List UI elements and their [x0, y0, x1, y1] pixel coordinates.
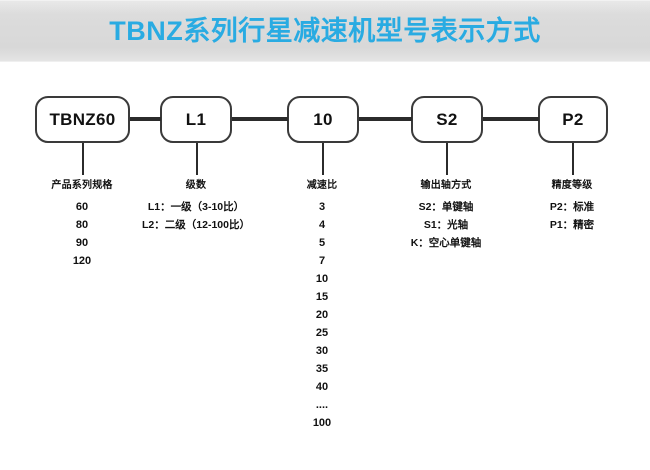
column-reduction-ratio-entry: 4	[318, 219, 326, 231]
column-reduction-ratio-entry: 30	[315, 345, 329, 357]
code-box-series: TBNZ60	[35, 96, 130, 143]
column-reduction-ratio-entry: 5	[318, 237, 326, 249]
column-precision-grade-entry: P1：精密	[549, 219, 595, 231]
column-reduction-ratio-entry: 3	[318, 201, 326, 213]
column-reduction-ratio-entry: 15	[315, 291, 329, 303]
column-product-series-entry: 60	[75, 201, 89, 213]
code-box-ratio-label: 10	[313, 109, 333, 129]
column-reduction-ratio-entry: 7	[318, 255, 326, 267]
column-output-shaft-entry: K：空心单键轴	[410, 237, 482, 249]
page-title: TBNZ系列行星减速机型号表示方式	[109, 16, 541, 46]
column-reduction-ratio: 减速比 3 4 5 7 10 15 20 25 30 35 40 .... 10…	[262, 176, 382, 432]
column-precision-grade-entry: P2：标准	[549, 201, 595, 213]
column-reduction-ratio-entry: 40	[315, 381, 329, 393]
code-box-series-label: TBNZ60	[49, 109, 116, 129]
column-reduction-ratio-heading: 减速比	[306, 180, 338, 191]
column-stage-count: 级数 L1：一级（3-10比） L2：二级（12-100比）	[116, 176, 276, 234]
code-box-stage: L1	[160, 96, 232, 143]
column-stage-count-heading: 级数	[185, 180, 207, 191]
column-reduction-ratio-entry: 10	[315, 273, 329, 285]
column-product-series-heading: 产品系列规格	[51, 180, 113, 191]
column-stage-count-entry: L2：二级（12-100比）	[142, 219, 250, 231]
column-reduction-ratio-entry: 100	[312, 417, 332, 429]
column-output-shaft: 输出轴方式 S2：单键轴 S1：光轴 K：空心单键轴	[381, 176, 511, 252]
connector-shaft-to-precision	[483, 117, 539, 121]
connector-ratio-to-shaft	[359, 117, 412, 121]
column-reduction-ratio-entry: ....	[315, 399, 329, 411]
column-product-series: 产品系列规格 60 80 90 120	[12, 176, 152, 270]
drop-line-precision	[572, 143, 574, 175]
column-reduction-ratio-entry: 25	[315, 327, 329, 339]
column-reduction-ratio-entry: 20	[315, 309, 329, 321]
connector-series-to-stage	[130, 117, 161, 121]
column-stage-count-entry: L1：一级（3-10比）	[147, 201, 245, 213]
column-product-series-entry: 120	[72, 255, 92, 267]
column-reduction-ratio-entry: 35	[315, 363, 329, 375]
code-box-precision-label: P2	[562, 109, 584, 129]
header-banner: TBNZ系列行星减速机型号表示方式	[0, 0, 650, 62]
model-code-diagram: TBNZ60 L1 10 S2 P2 产品系列规格 60 80 90 120 级…	[0, 62, 650, 470]
column-precision-grade-heading: 精度等级	[551, 180, 593, 191]
code-box-shaft-label: S2	[436, 109, 458, 129]
column-product-series-entry: 80	[75, 219, 89, 231]
connector-stage-to-ratio	[232, 117, 288, 121]
column-output-shaft-heading: 输出轴方式	[420, 180, 472, 191]
code-box-stage-label: L1	[185, 109, 207, 129]
column-precision-grade: 精度等级 P2：标准 P1：精密	[512, 176, 632, 234]
drop-line-series	[82, 143, 84, 175]
column-output-shaft-entry: S1：光轴	[423, 219, 469, 231]
column-product-series-entry: 90	[75, 237, 89, 249]
drop-line-stage	[196, 143, 198, 175]
code-box-precision: P2	[538, 96, 608, 143]
code-box-ratio: 10	[287, 96, 359, 143]
column-output-shaft-entry: S2：单键轴	[418, 201, 474, 213]
drop-line-shaft	[446, 143, 448, 175]
drop-line-ratio	[322, 143, 324, 175]
code-box-shaft: S2	[411, 96, 483, 143]
